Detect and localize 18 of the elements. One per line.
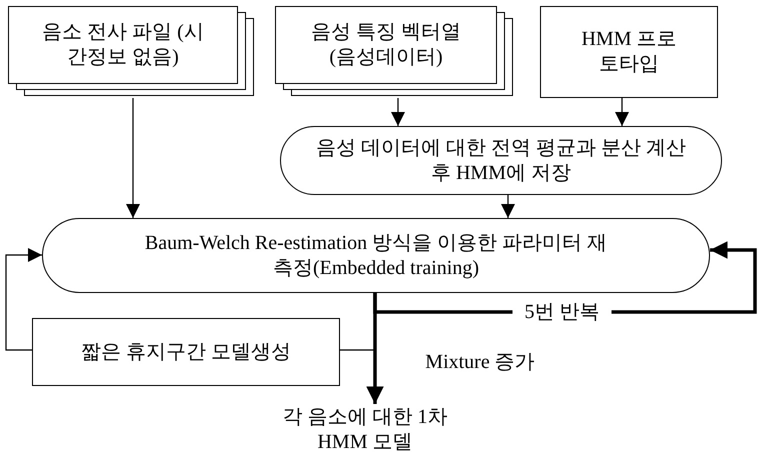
node-text: 각 음소에 대한 1차 HMM 모델 [282,405,448,455]
document-stack [8,6,254,98]
arrow [366,293,384,404]
arrow [5,248,42,351]
process-box [32,318,340,386]
node-text: 짧은 휴지구간 모델생성 [81,340,291,364]
arrow [126,98,140,218]
edge-label: 5번 반복 [512,302,612,322]
arrow [391,98,405,126]
node-text: Baum-Welch Re-estimation 방식을 이용한 파라미터 재측정(Embedded training) [144,230,608,280]
document-stack [275,6,513,98]
node-text: 음성 데이터에 대한 전역 평균과 분산 계산 후 HMM에 저장 [315,136,687,186]
node-text: 음성 특징 벡터열 (음성데이터) [310,20,462,70]
node-text: 음소 전사 파일 (시간정보 없음) [41,20,205,70]
node-text: HMM 프로토타입 [580,27,678,77]
arrow [615,98,629,126]
arrow [501,195,515,218]
process-box [540,6,718,98]
